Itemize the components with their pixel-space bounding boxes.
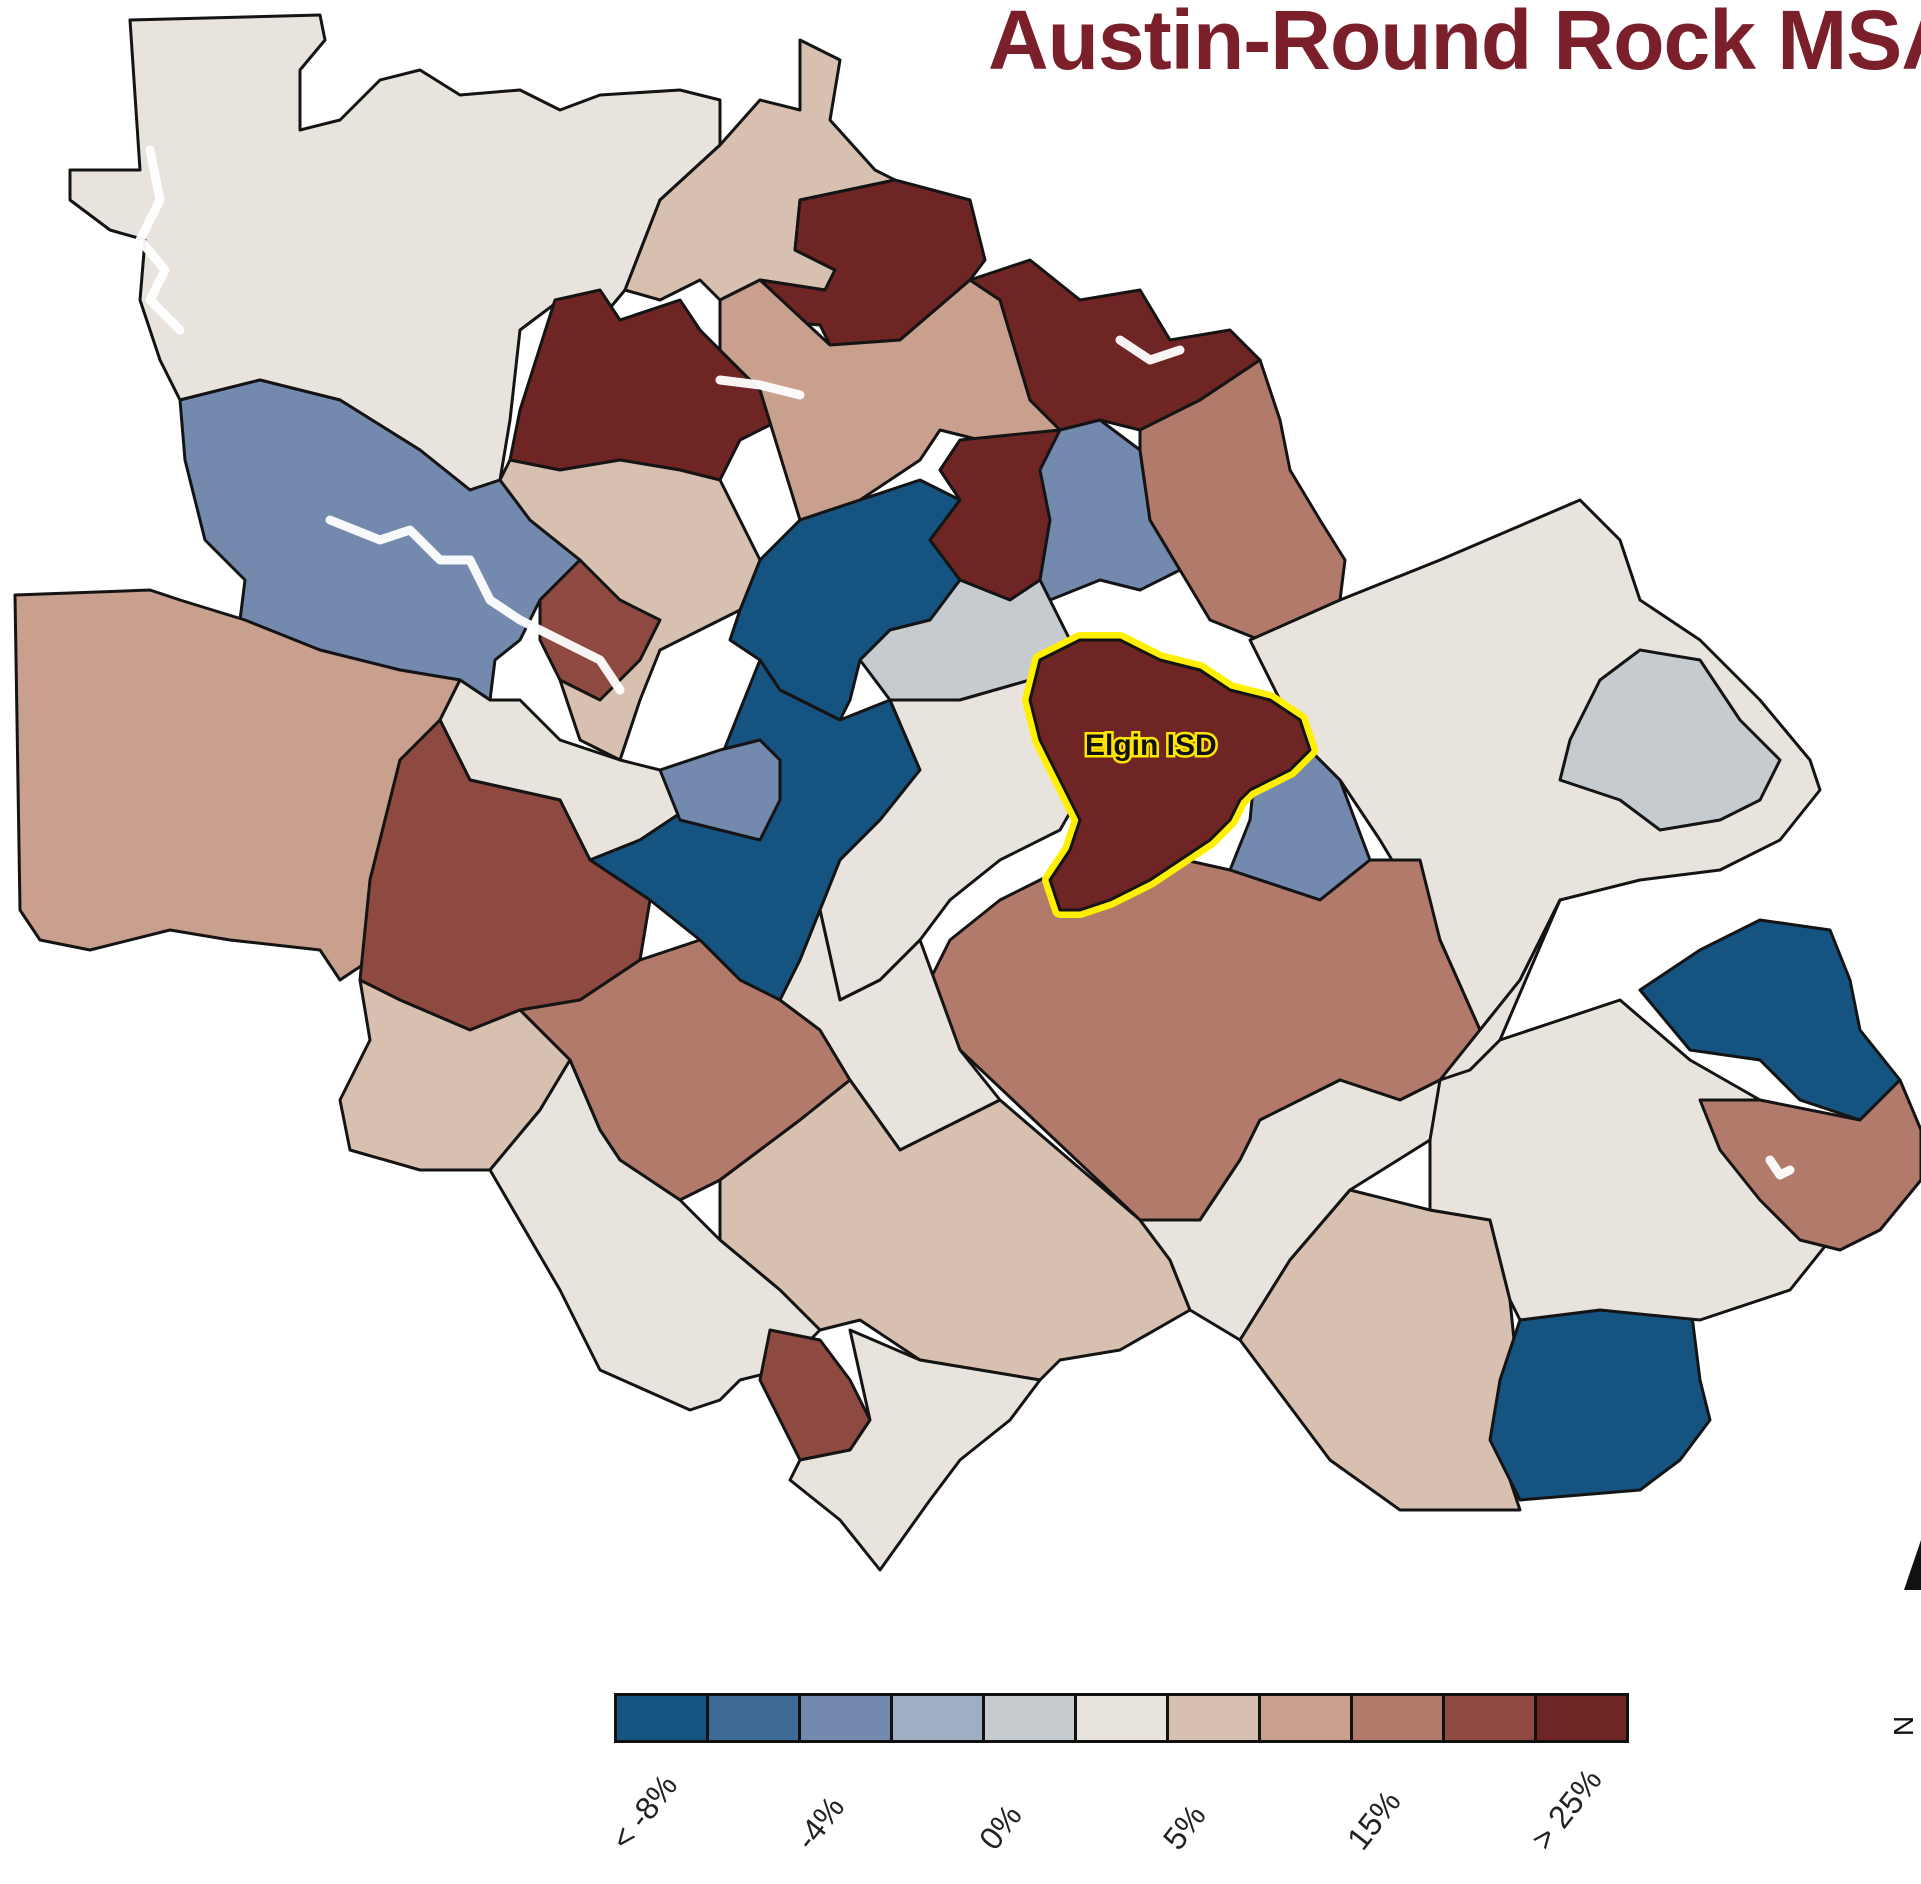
district-sw-light	[488, 1058, 822, 1412]
district-s-bottom-light	[788, 1328, 1042, 1572]
legend-swatch	[1353, 1696, 1442, 1740]
legend-swatch	[1261, 1696, 1350, 1740]
elgin-isd-border	[1028, 638, 1312, 912]
elgin-isd-highlight: Elgin ISD	[1022, 632, 1318, 918]
north-arrow-icon	[1904, 1540, 1921, 1590]
district-far-east-brown	[1698, 1078, 1921, 1252]
legend-swatch	[985, 1696, 1074, 1740]
legend-swatch	[1077, 1696, 1166, 1740]
north-label: N	[1888, 1715, 1920, 1737]
district-far-east-blue	[1638, 918, 1902, 1122]
legend-swatch	[801, 1696, 890, 1740]
color-legend	[614, 1693, 1629, 1743]
legend-swatch	[709, 1696, 798, 1740]
district-wc-brown	[538, 558, 662, 702]
district-cw-slate	[658, 738, 782, 842]
districts	[13, 13, 1921, 1572]
district-far-east-light	[1428, 998, 1832, 1322]
legend-swatch	[1169, 1696, 1258, 1740]
district-east-gray	[1558, 648, 1782, 832]
legend-swatch	[617, 1696, 706, 1740]
elgin-isd-label: Elgin ISD	[1085, 729, 1217, 762]
district-nc-slate	[1038, 418, 1182, 602]
district-nw-dark	[508, 288, 782, 482]
map-title: Austin-Round Rock MSA	[988, 0, 1921, 87]
legend-swatch	[1445, 1696, 1534, 1740]
waterways	[135, 145, 1795, 1180]
legend-swatch	[1537, 1696, 1626, 1740]
legend-swatch	[893, 1696, 982, 1740]
district-se-blue	[1488, 1298, 1712, 1502]
